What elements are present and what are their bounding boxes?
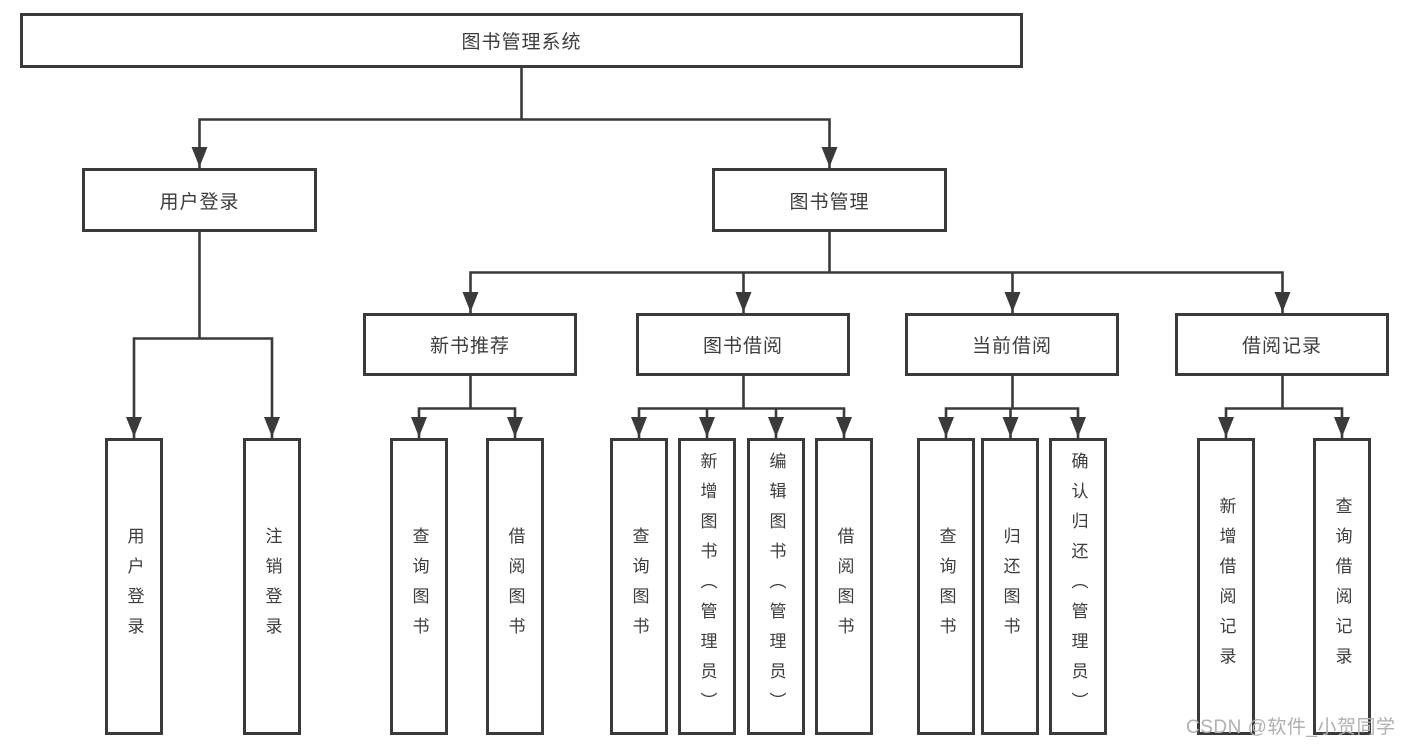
node-user-login-label: 用户登录 bbox=[159, 191, 240, 213]
leaf-query-books-3: 查询图书 bbox=[917, 438, 975, 735]
node-book-borrow-label: 图书借阅 bbox=[702, 336, 783, 357]
node-new-book-recommend: 新书推荐 bbox=[363, 313, 577, 376]
leaf-label: 新增图书（管理员） bbox=[697, 451, 717, 722]
leaf-label: 借阅图书 bbox=[834, 526, 854, 647]
node-book-management: 图书管理 bbox=[712, 168, 947, 232]
node-new-book-recommend-label: 新书推荐 bbox=[429, 336, 510, 357]
node-root-label: 图书管理系统 bbox=[461, 32, 582, 53]
leaf-add-books-admin: 新增图书（管理员） bbox=[678, 438, 736, 735]
node-root: 图书管理系统 bbox=[20, 13, 1023, 68]
leaf-label: 查询图书 bbox=[936, 526, 956, 647]
node-borrow-records: 借阅记录 bbox=[1175, 313, 1389, 376]
node-current-borrow: 当前借阅 bbox=[905, 313, 1119, 376]
leaf-label: 查询图书 bbox=[409, 526, 429, 647]
node-current-borrow-label: 当前借阅 bbox=[971, 336, 1052, 357]
leaf-label: 查询图书 bbox=[629, 526, 649, 647]
leaf-label: 确认归还（管理员） bbox=[1068, 451, 1088, 722]
leaf-borrow-books-2: 借阅图书 bbox=[815, 438, 873, 735]
node-book-management-label: 图书管理 bbox=[789, 191, 870, 213]
leaf-query-borrow-record: 查询借阅记录 bbox=[1313, 438, 1371, 735]
node-book-borrow: 图书借阅 bbox=[636, 313, 850, 376]
leaf-label: 查询借阅记录 bbox=[1332, 496, 1352, 677]
leaf-label: 借阅图书 bbox=[505, 526, 525, 647]
node-borrow-records-label: 借阅记录 bbox=[1241, 336, 1322, 357]
leaf-add-borrow-record: 新增借阅记录 bbox=[1197, 438, 1255, 735]
leaf-borrow-books-1: 借阅图书 bbox=[486, 438, 544, 735]
leaf-confirm-return-admin: 确认归还（管理员） bbox=[1049, 438, 1107, 735]
leaf-edit-books-admin: 编辑图书（管理员） bbox=[747, 438, 805, 735]
leaf-label: 用户登录 bbox=[124, 526, 144, 647]
leaf-query-books-1: 查询图书 bbox=[390, 438, 448, 735]
leaf-label: 归还图书 bbox=[1000, 526, 1020, 647]
leaf-user-login: 用户登录 bbox=[105, 438, 163, 735]
leaf-label: 编辑图书（管理员） bbox=[766, 451, 786, 722]
leaf-logout: 注销登录 bbox=[243, 438, 301, 735]
watermark: CSDN @软件_小贺同学 bbox=[1186, 717, 1396, 738]
leaf-return-books: 归还图书 bbox=[981, 438, 1039, 735]
leaf-label: 注销登录 bbox=[262, 526, 282, 647]
leaf-query-books-2: 查询图书 bbox=[610, 438, 668, 735]
node-user-login: 用户登录 bbox=[82, 168, 317, 232]
leaf-label: 新增借阅记录 bbox=[1216, 496, 1236, 677]
